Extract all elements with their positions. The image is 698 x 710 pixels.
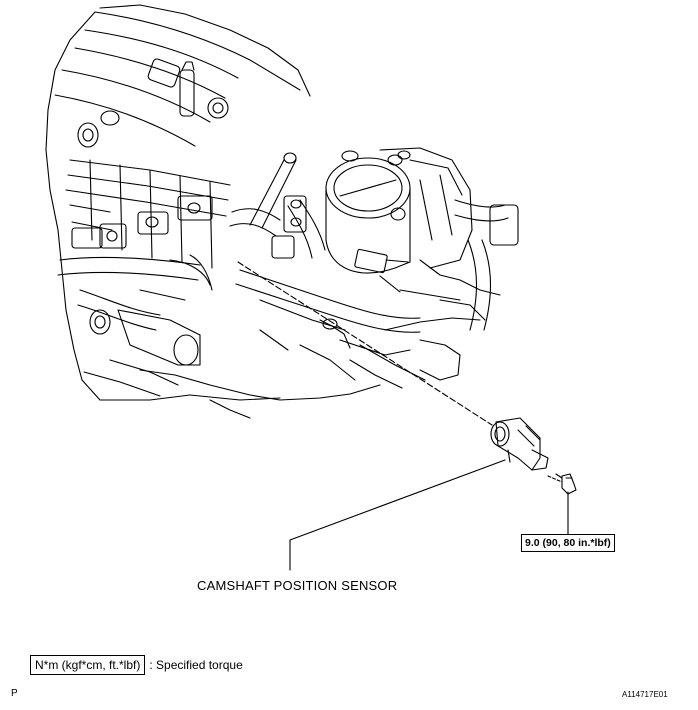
bolt-guide-line — [547, 475, 563, 483]
legend-text: : Specified torque — [149, 658, 243, 672]
torque-legend: N*m (kgf*cm, ft.*lbf) : Specified torque — [30, 655, 243, 675]
sensor-bolt — [555, 473, 577, 495]
page-code: P — [11, 688, 18, 699]
throttle-body-drawing — [209, 147, 519, 419]
torque-spec-box: 9.0 (90, 80 in.*lbf) — [521, 534, 615, 552]
engine-block-drawing — [45, 4, 311, 401]
sensor-leader-line — [289, 459, 506, 571]
figure-id: A114717E01 — [622, 690, 668, 699]
camshaft-position-sensor — [490, 417, 549, 471]
legend-unit-box: N*m (kgf*cm, ft.*lbf) — [30, 655, 146, 675]
installation-guide-line — [237, 261, 493, 426]
sensor-label: CAMSHAFT POSITION SENSOR — [197, 578, 398, 593]
